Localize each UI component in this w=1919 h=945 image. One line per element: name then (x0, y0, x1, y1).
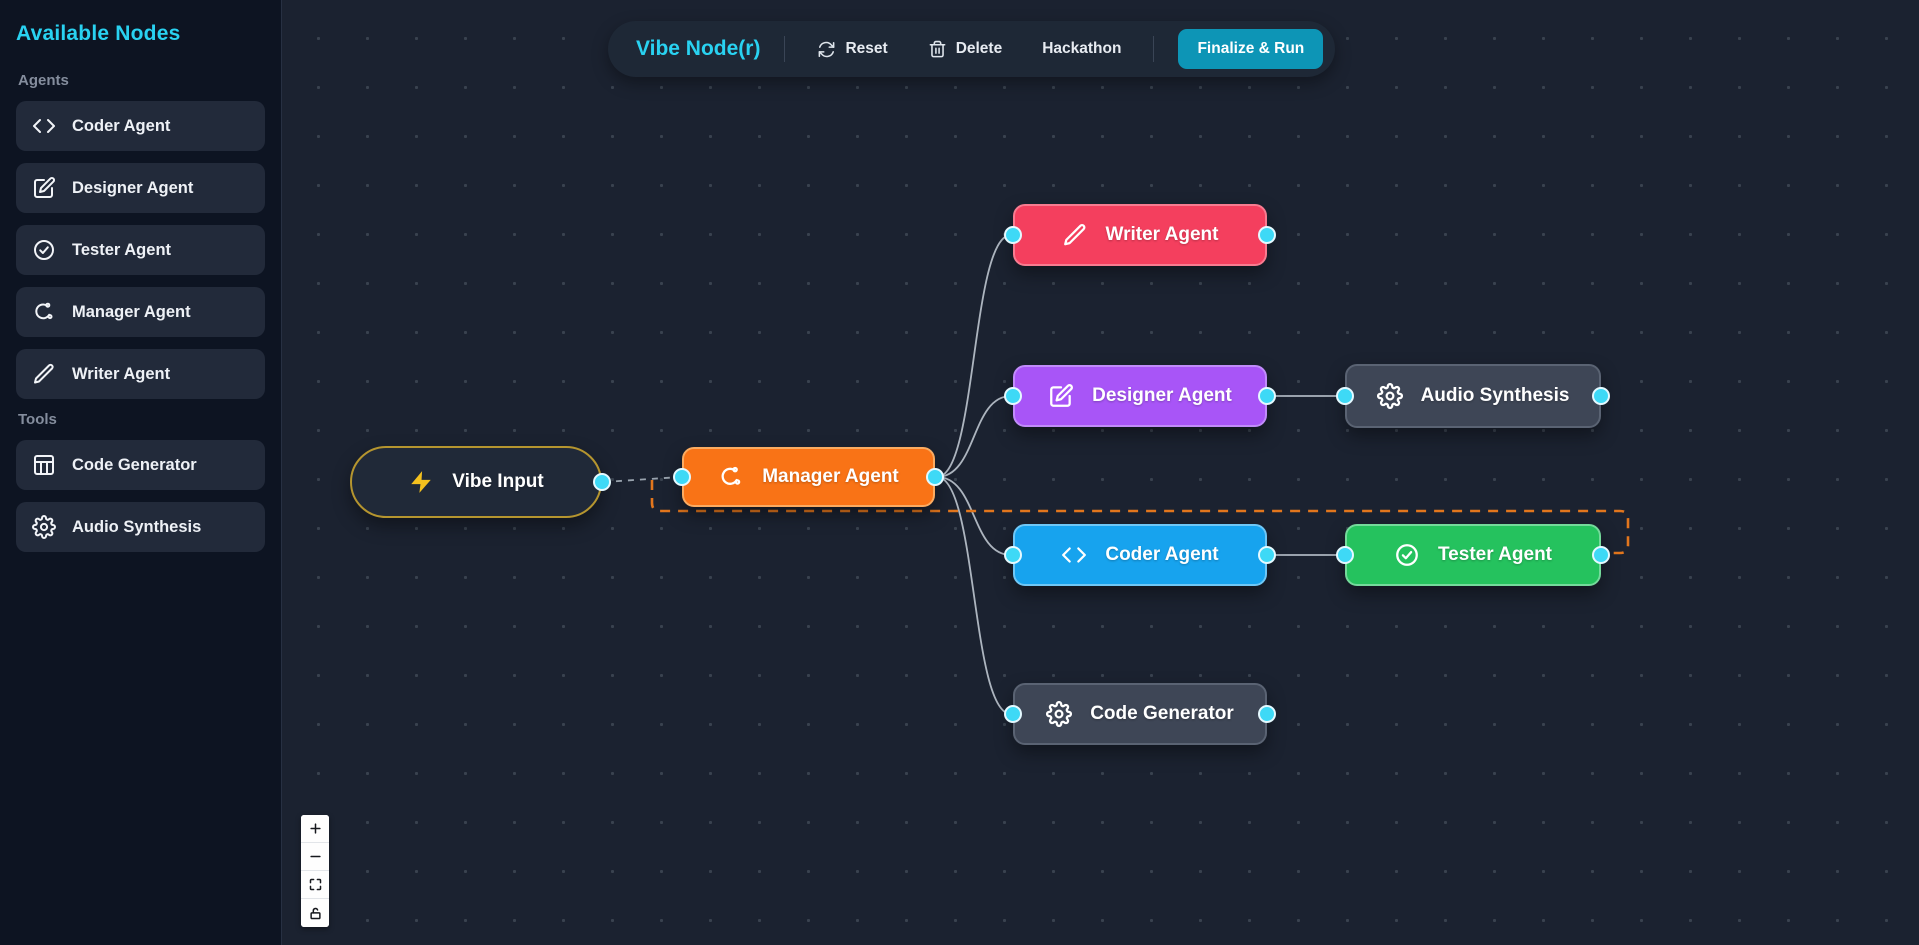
node-label: Code Generator (1090, 703, 1234, 724)
fit-icon (308, 877, 323, 892)
pen-icon (32, 362, 56, 386)
node-label: Coder Agent (1105, 544, 1219, 565)
pen-icon (1062, 222, 1088, 248)
fit-view-button[interactable] (301, 871, 329, 899)
node-code-generator[interactable]: Code Generator (1004, 683, 1276, 745)
table-icon (32, 453, 56, 477)
minus-icon (308, 849, 323, 864)
delete-label: Delete (955, 40, 1003, 57)
handle-right[interactable] (593, 473, 611, 491)
sidebar-item-code-generator[interactable]: Code Generator (16, 440, 265, 490)
flow-controls (301, 815, 329, 927)
sidebar-item-label: Manager Agent (72, 302, 191, 321)
node-coder-agent[interactable]: Coder Agent (1004, 524, 1276, 586)
sidebar-item-label: Designer Agent (72, 178, 194, 197)
toolbar-divider (784, 36, 786, 62)
handle-right[interactable] (1258, 226, 1276, 244)
check-circle-icon (1394, 542, 1420, 568)
node-label: Audio Synthesis (1420, 385, 1570, 406)
toolbar-divider (1153, 36, 1155, 62)
node-tester-agent[interactable]: Tester Agent (1336, 524, 1610, 586)
handle-left[interactable] (673, 468, 691, 486)
zoom-out-button[interactable] (301, 843, 329, 871)
handle-left[interactable] (1004, 387, 1022, 405)
sidebar-title: Available Nodes (16, 22, 181, 45)
handle-right[interactable] (1258, 705, 1276, 723)
edit-icon (1048, 383, 1074, 409)
gear-icon (1046, 700, 1073, 728)
node-writer-agent[interactable]: Writer Agent (1004, 204, 1276, 266)
node-label: Tester Agent (1437, 544, 1553, 565)
code-icon (32, 114, 56, 138)
sidebar-item-label: Code Generator (72, 455, 197, 474)
reset-label: Reset (845, 40, 888, 57)
lock-icon (308, 906, 323, 921)
handle-right[interactable] (1258, 546, 1276, 564)
delete-button[interactable]: Delete (920, 34, 1011, 65)
sidebar-item-label: Tester Agent (72, 240, 172, 259)
handle-left[interactable] (1336, 387, 1354, 405)
hackathon-label: Hackathon (1042, 40, 1122, 57)
handle-left[interactable] (1004, 705, 1022, 723)
sidebar-item-manager-agent[interactable]: Manager Agent (16, 287, 265, 337)
plus-icon (308, 821, 323, 836)
gear-icon (32, 515, 56, 539)
sidebar-item-writer-agent[interactable]: Writer Agent (16, 349, 265, 399)
node-label: Vibe Input (452, 471, 544, 492)
node-label: Writer Agent (1105, 224, 1219, 245)
sidebar-item-label: Writer Agent (72, 364, 171, 383)
sidebar-item-audio-synthesis[interactable]: Audio Synthesis (16, 502, 265, 552)
node-vibe-input[interactable]: Vibe Input (350, 446, 611, 518)
sidebar-section-tools: Tools (18, 411, 57, 428)
trash-icon (928, 40, 947, 59)
handle-right[interactable] (1592, 387, 1610, 405)
app-brand: Vibe Node(r) (636, 37, 761, 60)
manager-icon (718, 464, 744, 490)
toolbar: Vibe Node(r) Reset Delete Hackathon Fina… (608, 21, 1336, 77)
handle-left[interactable] (1004, 226, 1022, 244)
gear-icon (1376, 382, 1403, 410)
edit-icon (32, 176, 56, 200)
sidebar-item-designer-agent[interactable]: Designer Agent (16, 163, 265, 213)
zoom-in-button[interactable] (301, 815, 329, 843)
handle-left[interactable] (1004, 546, 1022, 564)
node-audio-synthesis[interactable]: Audio Synthesis (1336, 364, 1610, 428)
node-label: Manager Agent (762, 466, 899, 487)
sidebar-item-label: Audio Synthesis (72, 517, 202, 536)
check-circle-icon (32, 238, 56, 262)
sidebar-section-agents: Agents (18, 72, 69, 89)
manager-icon (32, 300, 56, 324)
hackathon-button[interactable]: Hackathon (1034, 34, 1129, 64)
finalize-run-button[interactable]: Finalize & Run (1178, 29, 1324, 69)
handle-right[interactable] (1258, 387, 1276, 405)
reset-icon (817, 40, 836, 59)
node-designer-agent[interactable]: Designer Agent (1004, 365, 1276, 427)
node-manager-agent[interactable]: Manager Agent (673, 447, 944, 507)
sidebar-item-label: Coder Agent (72, 116, 171, 135)
toggle-interactivity-button[interactable] (301, 899, 329, 927)
node-label: Designer Agent (1092, 385, 1232, 406)
handle-right[interactable] (926, 468, 944, 486)
reset-button[interactable]: Reset (809, 34, 895, 65)
sidebar-item-coder-agent[interactable]: Coder Agent (16, 101, 265, 151)
flow-canvas[interactable] (282, 0, 1919, 945)
bolt-icon (408, 469, 434, 495)
handle-left[interactable] (1336, 546, 1354, 564)
handle-right[interactable] (1592, 546, 1610, 564)
code-icon (1061, 542, 1087, 568)
sidebar-item-tester-agent[interactable]: Tester Agent (16, 225, 265, 275)
